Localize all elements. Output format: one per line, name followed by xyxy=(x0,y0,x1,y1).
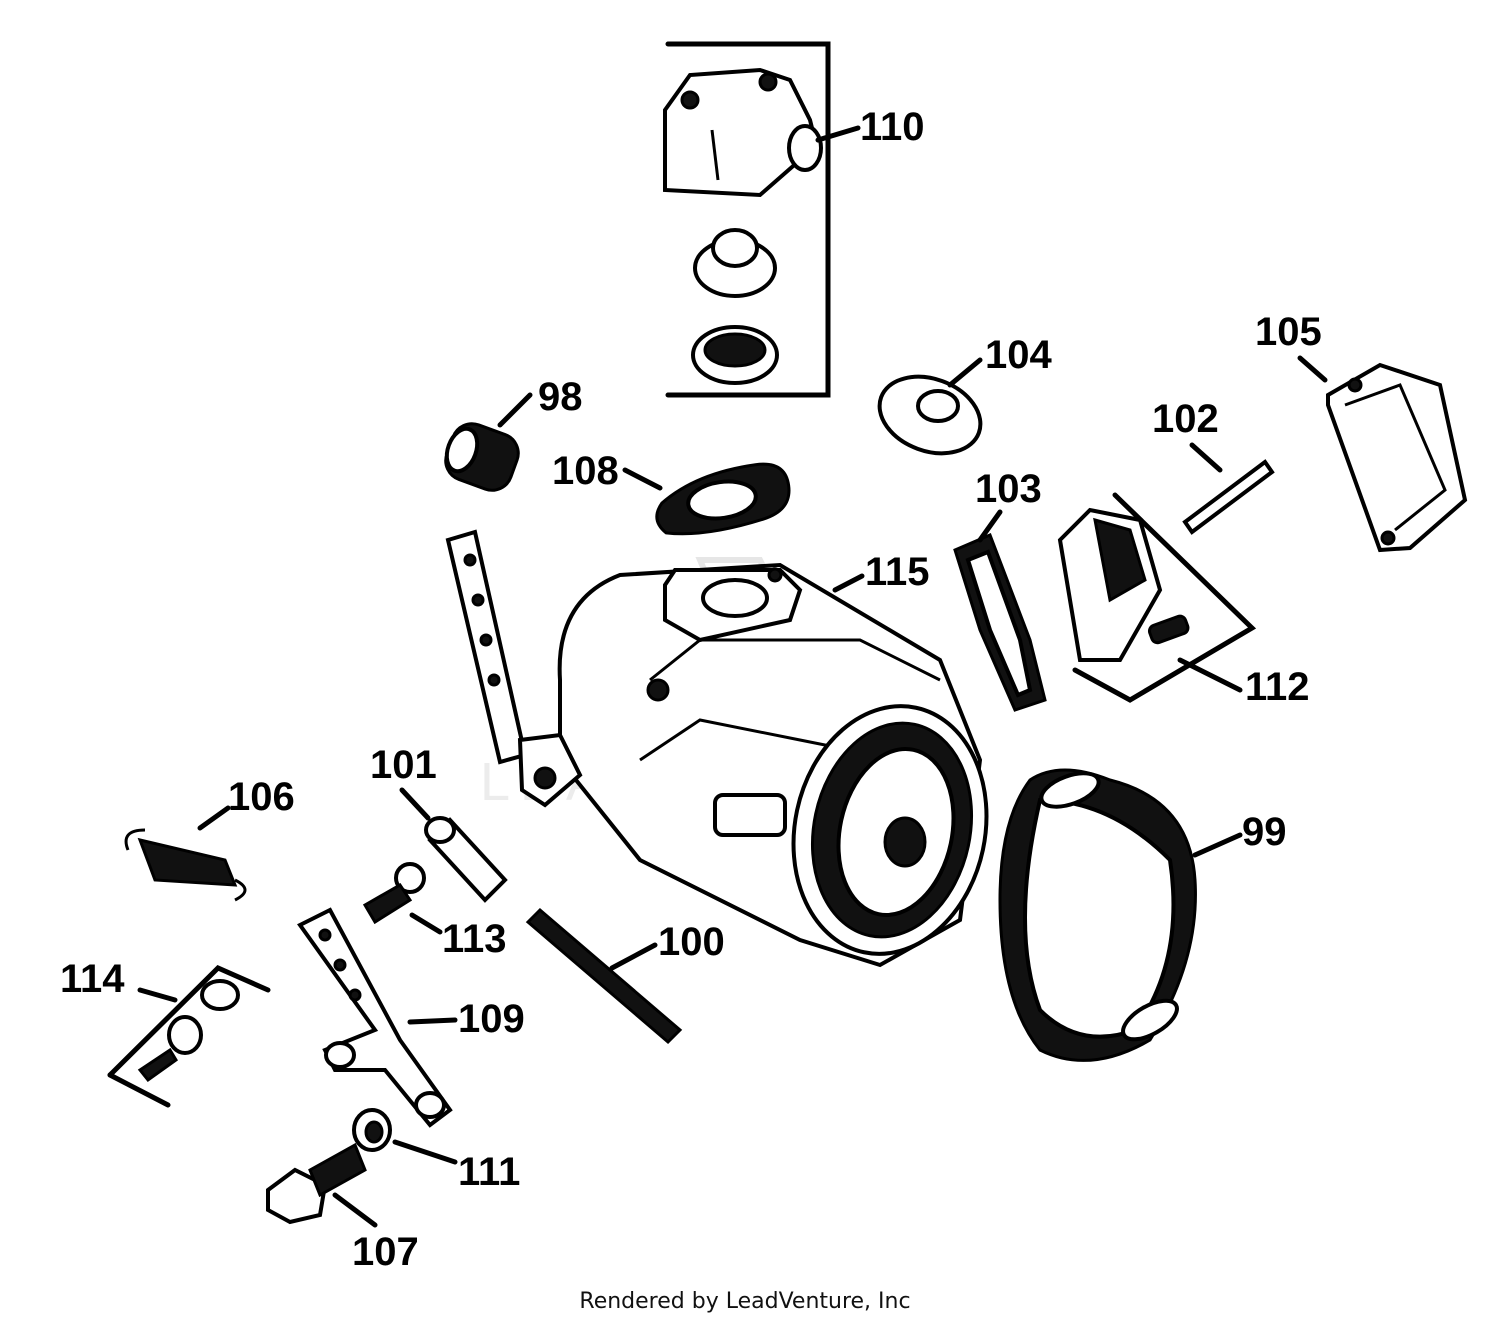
label-101: 101 xyxy=(370,743,437,787)
label-108: 108 xyxy=(552,449,619,493)
part-115-pump-housing xyxy=(557,562,989,968)
label-112: 112 xyxy=(1245,665,1310,709)
part-98-bushing xyxy=(444,422,520,492)
part-113-ball-stud xyxy=(362,862,426,925)
part-99-gasket xyxy=(998,768,1197,1062)
part-110-thermostat-housing xyxy=(663,41,831,398)
label-105: 105 xyxy=(1255,310,1322,354)
label-100: 100 xyxy=(658,920,725,964)
label-106: 106 xyxy=(228,775,295,819)
part-107-bolt xyxy=(266,1142,367,1225)
label-113: 113 xyxy=(442,917,507,961)
label-111: 111 xyxy=(458,1150,520,1194)
part-100-stud xyxy=(525,907,683,1045)
label-115: 115 xyxy=(865,550,930,594)
part-111-washer xyxy=(352,1108,392,1152)
label-102: 102 xyxy=(1152,397,1219,441)
label-110: 110 xyxy=(860,105,925,149)
part-108-gasket xyxy=(655,462,791,536)
label-98: 98 xyxy=(538,375,583,419)
part-106-spring xyxy=(124,828,247,902)
label-104: 104 xyxy=(985,333,1052,377)
part-109-lever xyxy=(297,907,453,1128)
part-104-cap xyxy=(877,374,983,456)
part-102-pin xyxy=(1182,459,1275,535)
label-99: 99 xyxy=(1242,810,1287,854)
part-103-gasket xyxy=(953,533,1047,712)
label-114: 114 xyxy=(60,957,125,1001)
part-112-bracket xyxy=(1057,492,1257,703)
part-105-cover xyxy=(1326,362,1468,553)
credit-text: Rendered by LeadVenture, Inc xyxy=(579,1289,910,1314)
part-101-sleeve xyxy=(424,816,508,903)
governor-arm xyxy=(445,529,583,808)
part-114-fastener-kit xyxy=(107,965,271,1108)
label-109: 109 xyxy=(458,997,525,1041)
label-107: 107 xyxy=(352,1230,419,1274)
label-103: 103 xyxy=(975,467,1042,511)
